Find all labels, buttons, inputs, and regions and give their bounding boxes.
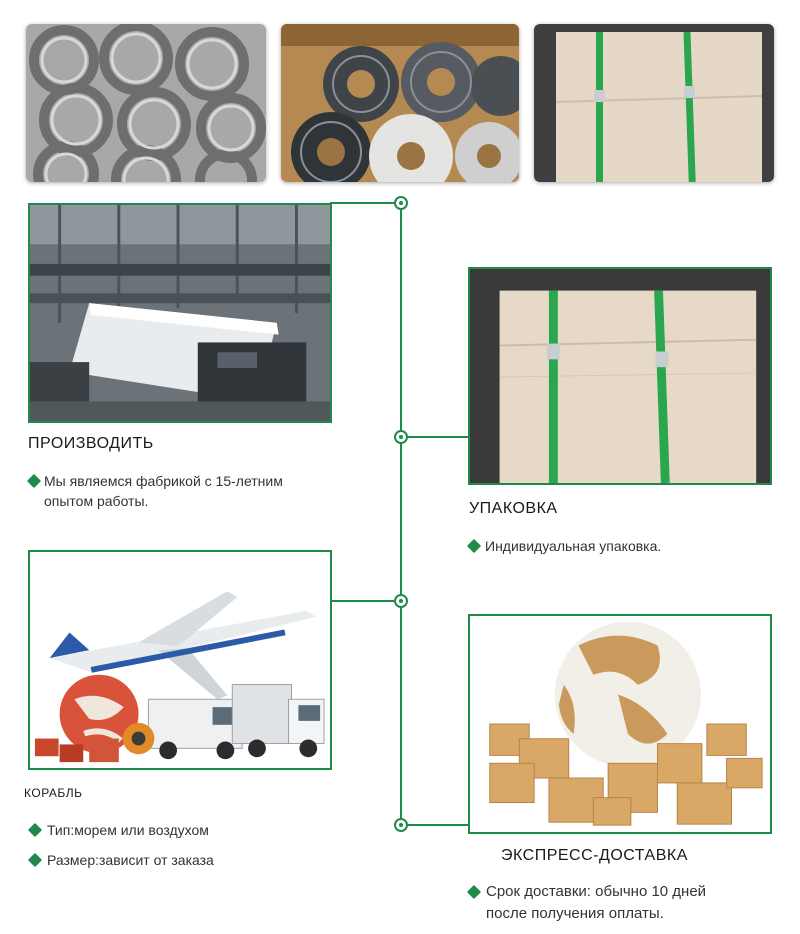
wire-coils-photo — [26, 24, 266, 182]
connector-express — [402, 824, 468, 826]
produce-text-line-1: Мы являемся фабрикой с 15-летним — [44, 473, 283, 489]
connector-ship — [330, 600, 400, 602]
express-text-line-2: после получения оплаты. — [486, 905, 664, 922]
wrapped-coils-box-photo — [281, 24, 519, 182]
timeline-node-icon — [394, 594, 408, 608]
express-delivery-photo — [468, 614, 772, 834]
ship-text-line-2: Размер:зависит от заказа — [47, 852, 214, 868]
produce-heading: ПРОИЗВОДИТЬ — [28, 435, 154, 452]
connector-packaging — [402, 436, 468, 438]
transport-photo — [28, 550, 332, 770]
express-heading: ЭКСПРЕСС-ДОСТАВКА — [501, 847, 688, 864]
produce-text-line-2: опытом работы. — [44, 493, 149, 509]
ship-text-line-1: Тип:морем или воздухом — [47, 822, 209, 838]
ship-heading: КОРАБЛЬ — [24, 786, 83, 800]
packaging-heading: УПАКОВКА — [469, 500, 558, 517]
express-text-line-1: Срок доставки: обычно 10 дней — [486, 883, 707, 900]
bullet-diamond-icon — [466, 884, 482, 900]
timeline-line — [400, 203, 402, 825]
connector-produce — [330, 202, 400, 204]
timeline-node-icon — [394, 818, 408, 832]
strapped-crate-photo-small — [534, 24, 774, 182]
packaging-photo — [468, 267, 772, 485]
bullet-diamond-icon — [26, 473, 42, 489]
bullet-diamond-icon — [466, 538, 482, 554]
timeline-node-icon — [394, 196, 408, 210]
bullet-diamond-icon — [27, 822, 43, 838]
factory-photo — [28, 203, 332, 423]
bullet-diamond-icon — [27, 852, 43, 868]
timeline-node-icon — [394, 430, 408, 444]
packaging-text-line-1: Индивидуальная упаковка. — [485, 538, 662, 554]
